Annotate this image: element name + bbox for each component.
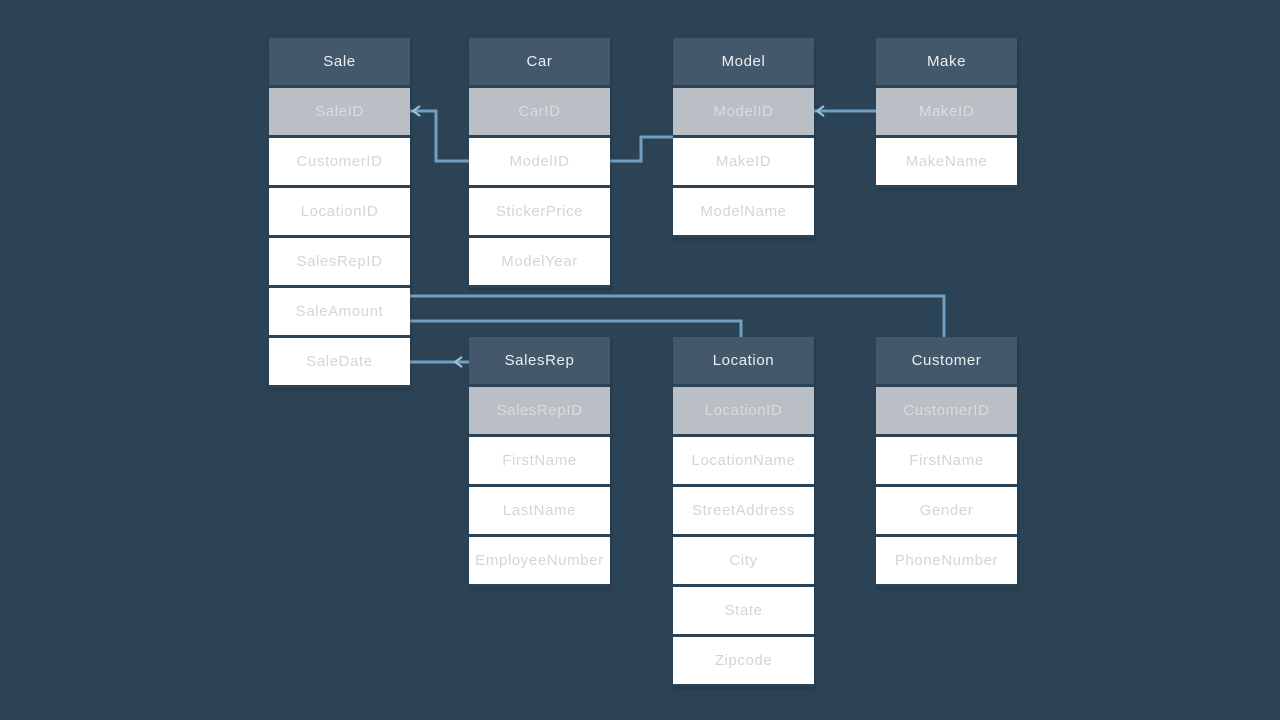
- field-row-sale-saledate: SaleDate: [269, 338, 410, 385]
- table-title-location: Location: [673, 337, 814, 384]
- field-row-location-streetaddress: StreetAddress: [673, 487, 814, 534]
- table-title-sale: Sale: [269, 38, 410, 85]
- field-row-model-modelid: ModelID: [673, 88, 814, 135]
- field-row-car-modelid: ModelID: [469, 138, 610, 185]
- field-row-sale-salesrepid: SalesRepID: [269, 238, 410, 285]
- connector-car-modelid-to-model: [610, 135, 673, 163]
- field-row-make-makename: MakeName: [876, 138, 1017, 185]
- field-row-location-state: State: [673, 587, 814, 634]
- field-row-customer-gender: Gender: [876, 487, 1017, 534]
- tick-at-saleid: [411, 105, 421, 117]
- field-row-customer-firstname: FirstName: [876, 437, 1017, 484]
- field-row-customer-customerid: CustomerID: [876, 387, 1017, 434]
- field-row-location-locationname: LocationName: [673, 437, 814, 484]
- field-row-sale-locationid: LocationID: [269, 188, 410, 235]
- field-row-sale-customerid: CustomerID: [269, 138, 410, 185]
- connector-sale-to-customer: [410, 294, 946, 338]
- field-row-model-modelname: ModelName: [673, 188, 814, 235]
- connector-sale-to-location: [410, 319, 743, 338]
- field-row-salesrep-firstname: FirstName: [469, 437, 610, 484]
- field-row-location-locationid: LocationID: [673, 387, 814, 434]
- field-row-salesrep-lastname: LastName: [469, 487, 610, 534]
- field-row-customer-phonenumber: PhoneNumber: [876, 537, 1017, 584]
- tick-at-modelid: [815, 105, 825, 117]
- table-title-salesrep: SalesRep: [469, 337, 610, 384]
- field-row-car-modelyear: ModelYear: [469, 238, 610, 285]
- field-row-model-makeid: MakeID: [673, 138, 814, 185]
- field-row-make-makeid: MakeID: [876, 88, 1017, 135]
- field-row-sale-saleid: SaleID: [269, 88, 410, 135]
- table-title-customer: Customer: [876, 337, 1017, 384]
- table-title-make: Make: [876, 38, 1017, 85]
- field-row-salesrep-salesrepid: SalesRepID: [469, 387, 610, 434]
- field-row-sale-saleamount: SaleAmount: [269, 288, 410, 335]
- field-row-location-city: City: [673, 537, 814, 584]
- field-row-location-zipcode: Zipcode: [673, 637, 814, 684]
- field-row-car-carid: CarID: [469, 88, 610, 135]
- table-title-car: Car: [469, 38, 610, 85]
- field-row-car-stickerprice: StickerPrice: [469, 188, 610, 235]
- table-title-model: Model: [673, 38, 814, 85]
- connector-sale-saleid-to-car: [410, 109, 469, 163]
- tick-at-saledate: [453, 356, 463, 368]
- field-row-salesrep-employeenumber: EmployeeNumber: [469, 537, 610, 584]
